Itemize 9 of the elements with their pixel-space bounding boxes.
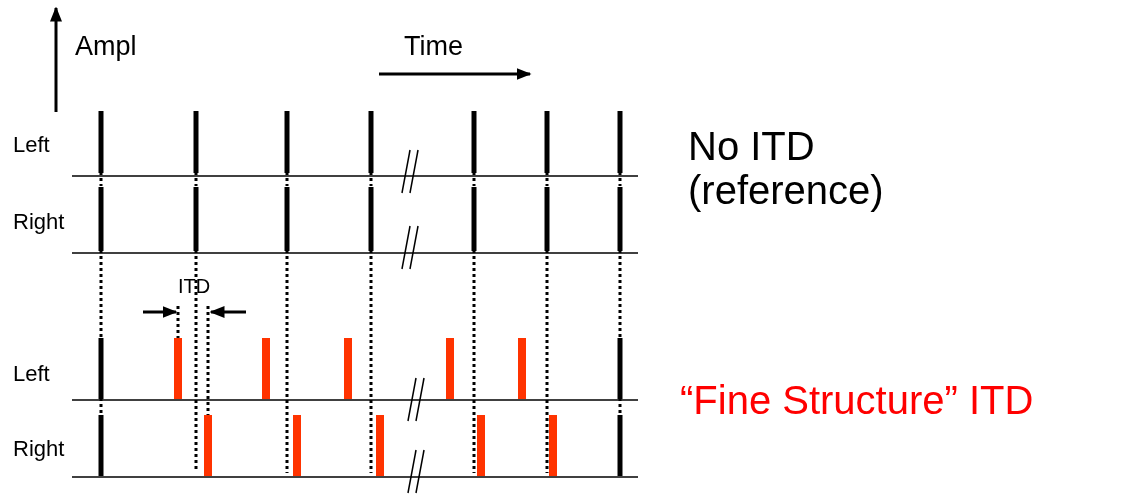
condition-label: “Fine Structure” ITD (680, 378, 1034, 422)
channel-label: Left (13, 133, 50, 158)
channel-label: Right (13, 437, 65, 462)
axis-label: Ampl (75, 32, 137, 62)
itd-label: ITD (178, 275, 211, 297)
channel-label: Left (13, 362, 50, 387)
channel-label: Right (13, 210, 65, 235)
axis-label: Time (404, 32, 463, 62)
condition-label: No ITD (reference) (688, 124, 885, 212)
